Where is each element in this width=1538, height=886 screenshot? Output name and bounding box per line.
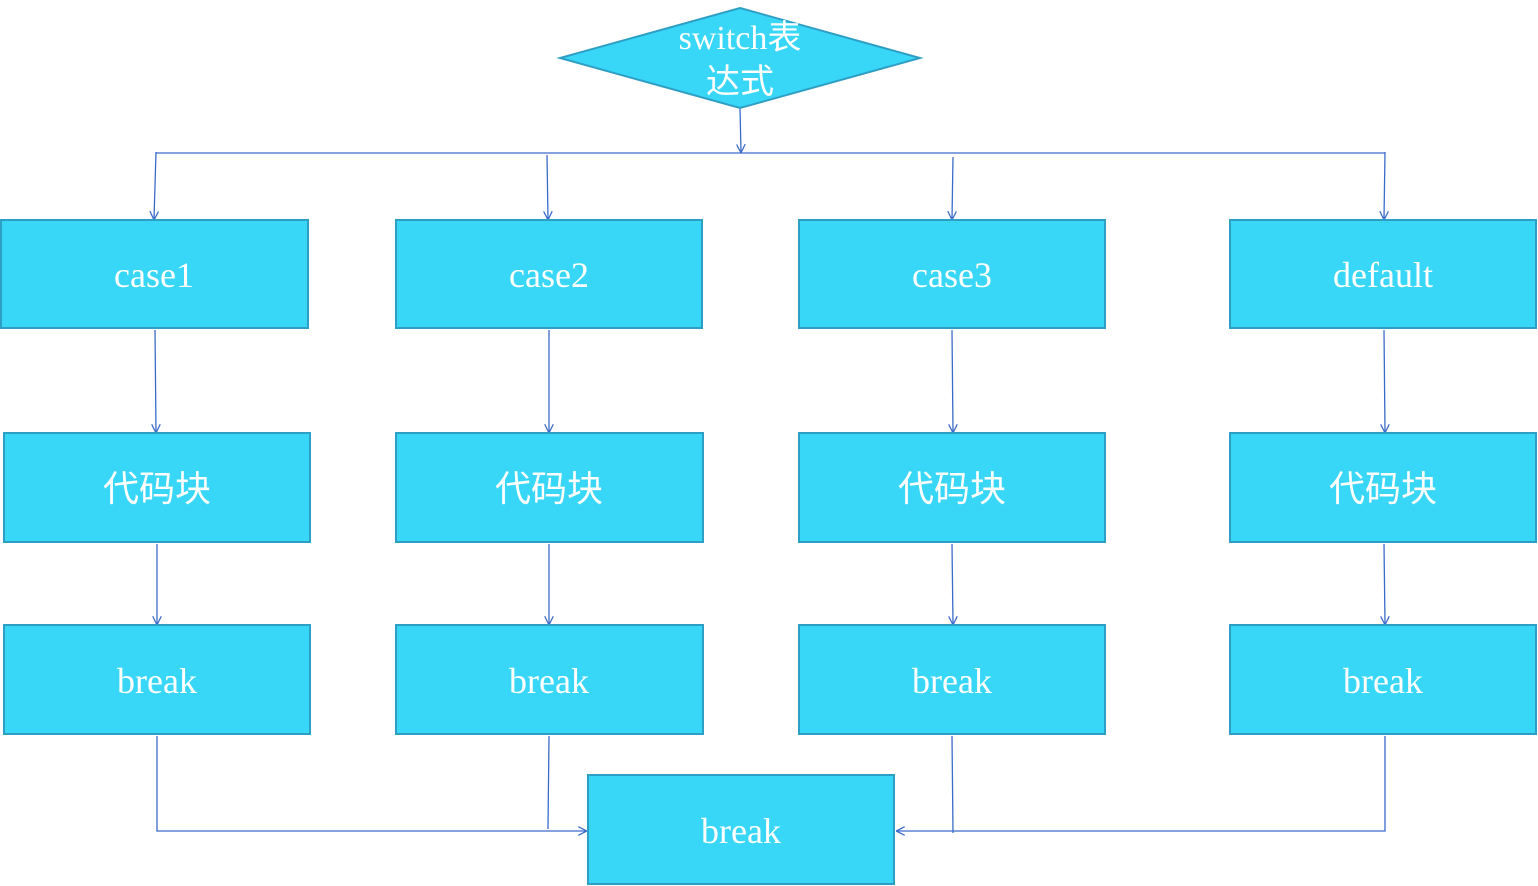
default-box (1229, 219, 1537, 329)
code-block-4-box (1229, 432, 1537, 543)
case3-label: case3 (912, 255, 992, 295)
connector-case3-to-code (952, 329, 953, 432)
case2-box (395, 219, 703, 329)
connector-bus-to-case3 (952, 156, 953, 219)
code-block-1-box (3, 432, 311, 543)
break-2-box (395, 624, 704, 735)
final-break-label: break (701, 811, 781, 851)
connector-break3-stub (951, 735, 954, 834)
break-4-box (1229, 624, 1537, 735)
case2-column: case2 代码块 break (395, 219, 704, 735)
code-block-3-box (798, 432, 1106, 543)
case3-column: case3 代码块 break (798, 219, 1106, 735)
code-block-3-label: 代码块 (898, 469, 1006, 510)
decision-diamond (556, 6, 924, 110)
case3-box (798, 219, 1106, 329)
final-break-box (587, 774, 895, 885)
connector-default-to-code (1384, 329, 1385, 432)
break-2-label: break (509, 661, 589, 701)
connector-bus-to-default (1384, 151, 1385, 219)
case1-column: case1 代码块 break (0, 219, 311, 735)
connector-break2-stub (547, 735, 550, 830)
break-1-box (3, 624, 311, 735)
connector-code4-to-break (1384, 543, 1385, 624)
connector-bus-to-case1 (154, 151, 156, 219)
case1-label: case1 (114, 255, 194, 295)
break-1-label: break (117, 661, 197, 701)
break-3-box (798, 624, 1106, 735)
connectors (154, 107, 1386, 834)
code-block-4-label: 代码块 (1329, 469, 1437, 510)
code-block-1-label: 代码块 (103, 469, 211, 510)
connector-default-break-to-final (897, 736, 1386, 831)
connector-break1-to-final (156, 736, 586, 831)
decision-label-line2: 达式 (706, 64, 774, 101)
connector-bus-to-case2 (547, 154, 548, 219)
connector-decision-to-bus (740, 107, 741, 152)
connector-code3-to-break (952, 543, 953, 624)
break-4-label: break (1343, 661, 1423, 701)
code-block-2-box (395, 432, 704, 543)
decision-node: switch表 达式 (556, 6, 924, 110)
case1-box (0, 219, 309, 329)
default-column: default 代码块 break (1229, 219, 1537, 735)
final-break-node: break (587, 774, 895, 885)
break-3-label: break (912, 661, 992, 701)
case2-label: case2 (509, 255, 589, 295)
connector-case1-to-code (155, 329, 156, 432)
default-label: default (1333, 255, 1433, 295)
code-block-2-label: 代码块 (495, 469, 603, 510)
decision-label-line1: switch表 (679, 19, 802, 57)
